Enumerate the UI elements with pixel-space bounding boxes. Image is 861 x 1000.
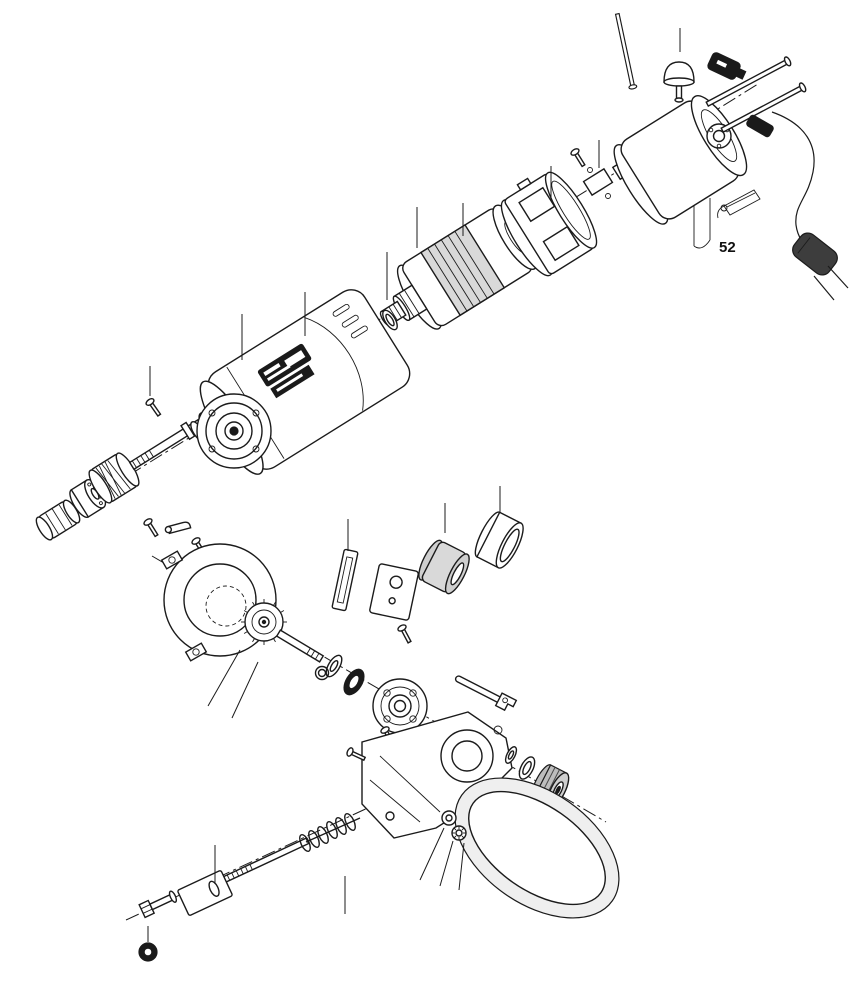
- mounting-flange: [372, 678, 428, 754]
- guide-pin: [612, 12, 638, 91]
- cord-strain-relief: [746, 114, 774, 138]
- housing-set-screw: [144, 396, 164, 419]
- release-lever: [164, 521, 192, 535]
- plug-prong: [813, 275, 835, 301]
- rubber-coupler: [418, 539, 470, 595]
- power-switch: [707, 52, 747, 80]
- fan-guard: [160, 543, 277, 662]
- housing-face-bearing: [196, 393, 272, 469]
- leader-lines-mid: [207, 486, 501, 719]
- tension-arm: [361, 711, 513, 839]
- power-plug: [792, 232, 838, 276]
- mounting-block: [369, 563, 419, 621]
- field-sleeve: [500, 171, 598, 277]
- flat-washer: [504, 746, 518, 764]
- feed-spring: [299, 812, 356, 853]
- star-washer: [451, 825, 467, 841]
- leader-lines-bottom: [147, 827, 465, 942]
- leader-lines-upper: [149, 28, 681, 396]
- gear-shaft: [275, 629, 325, 663]
- collet: [35, 499, 81, 541]
- drive-belt: [454, 777, 620, 919]
- feed-screw: [214, 837, 310, 887]
- spacer-plate: [331, 548, 359, 612]
- thrust-washer: [325, 654, 343, 678]
- part-52-callout: 52: [719, 239, 736, 256]
- collet-holder: [69, 479, 107, 518]
- collet-nut: [88, 452, 140, 504]
- cord-clip: [717, 189, 761, 219]
- speed-knob: [663, 61, 695, 103]
- anchor-block: [177, 870, 233, 916]
- sleeve-ring: [474, 511, 524, 569]
- pin-clamp: [494, 692, 518, 712]
- feed-screw-assembly: [138, 812, 361, 919]
- block-screw: [396, 622, 415, 645]
- small-o-ring: [314, 665, 330, 681]
- lock-washer: [441, 810, 457, 826]
- plug-prong: [827, 265, 849, 289]
- ball-bearing: [343, 668, 365, 696]
- housing-label: [257, 343, 315, 399]
- foot-grommet: [138, 942, 158, 962]
- output-gear: [241, 599, 287, 645]
- shaft-o-ring: [382, 309, 398, 331]
- retaining-ring: [518, 756, 536, 780]
- anchor-bolt: [138, 890, 178, 919]
- power-cord-group: [746, 111, 849, 301]
- motor-cap-housing: [613, 95, 748, 225]
